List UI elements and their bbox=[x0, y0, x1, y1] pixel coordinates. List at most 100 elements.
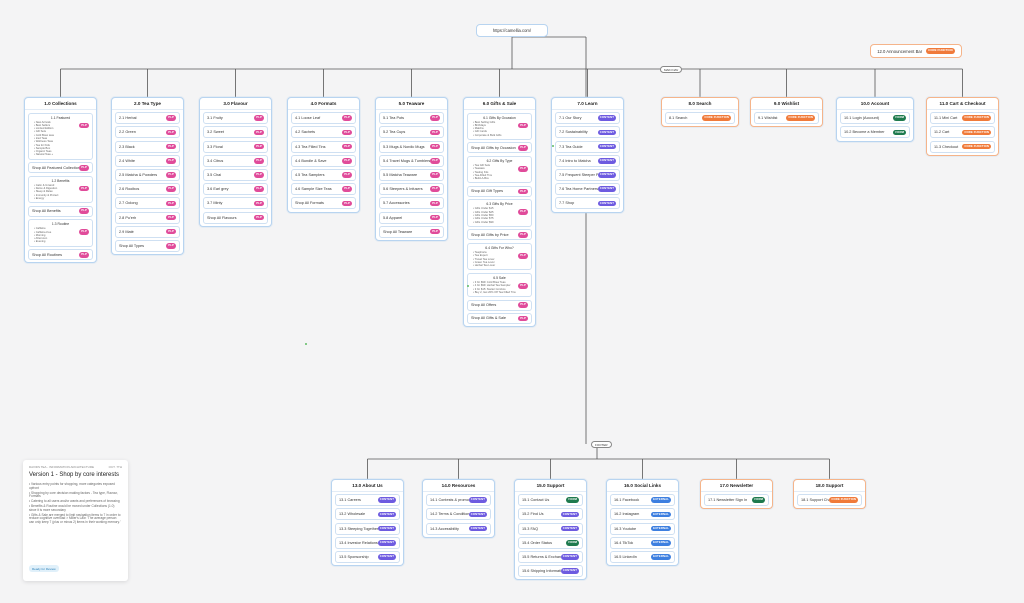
announcement-bar-card[interactable]: 12.0 Announcement Bar CORE FUNCTION bbox=[870, 44, 962, 58]
nav-group-1-1-featured[interactable]: 1.1 FeaturedNew ArrivalsBest SellersLimi… bbox=[28, 112, 93, 160]
nav-group-6-1-gifts-by-occasion[interactable]: 6.1 Gifts By OccasionBest Selling GiftsB… bbox=[467, 112, 532, 140]
nav-item-15-5-returns-exchanges[interactable]: 15.5 Returns & ExchangesCONTENT bbox=[518, 550, 583, 563]
nav-group-6-2-gifts-by-type[interactable]: 6.2 Gifts By TypeTea Gift SetsTeawareTas… bbox=[467, 155, 532, 184]
version-note-card[interactable]: DAVIDS TEA - INFORMATION ARCHITECTURE Oc… bbox=[23, 460, 128, 581]
nav-group-1-2-benefits[interactable]: 1.2 BenefitsCalm & UnwindDetox & Digesti… bbox=[28, 175, 93, 204]
nav-group-1-3-routine[interactable]: 1.3 RoutineCaffeineCaffeine-freeMorningA… bbox=[28, 219, 93, 247]
nav-item-7-5-frequent-steeper-program[interactable]: 7.5 Frequent Steeper ProgramCONTENT bbox=[555, 168, 620, 181]
nav-group-6-5-sale[interactable]: 6.5 Sale3 for $99: Cold Brew Teas4 for $… bbox=[467, 272, 532, 298]
ready-for-review-tag[interactable]: Ready for Review bbox=[29, 565, 59, 572]
nav-group-6-3-gifts-by-price[interactable]: 6.3 Gifts By PriceGifts Under $15Gifts U… bbox=[467, 199, 532, 227]
nav-item-15-6-shipping-information[interactable]: 15.6 Shipping InformationCONTENT bbox=[518, 565, 583, 578]
nav-item-7-6-tea-home-partnership[interactable]: 7.6 Tea Home PartnershipCONTENT bbox=[555, 183, 620, 196]
nav-item-14-1-contests-promotions[interactable]: 14.1 Contests & promotionsCONTENT bbox=[426, 494, 491, 507]
nav-group-6-4-gifts-for-who[interactable]: 6.4 Gifts For Who?TeaphoriaTea ExpertTra… bbox=[467, 242, 532, 271]
nav-item-13-3-steeping-together-podcast[interactable]: 13.3 Steeping Together PodcastCONTENT bbox=[335, 522, 400, 535]
root-url-node[interactable]: https://camellia.com/ bbox=[476, 24, 548, 37]
nav-item-10-1-login-account[interactable]: 10.1 Login (Account)FORM bbox=[840, 112, 910, 125]
